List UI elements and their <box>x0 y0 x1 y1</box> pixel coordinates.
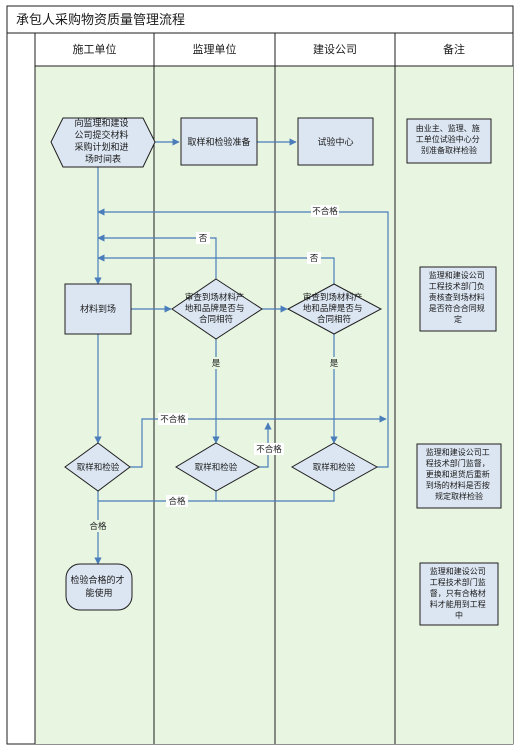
node-test-center-text: 试验中心 <box>317 136 353 148</box>
node-check-supervision <box>171 278 263 340</box>
lane-header-owner: 建设公司 <box>313 42 357 56</box>
label-fail-mid: 不合格 <box>160 414 186 425</box>
lane-remarks <box>395 66 513 744</box>
node-sample-construction <box>64 442 131 492</box>
node-use-after-pass-text: 检验合格的才 能使用 <box>71 574 128 599</box>
node-use-after-pass <box>65 563 133 611</box>
label-no-supervision: 否 <box>199 234 208 244</box>
label-yes-owner: 是 <box>330 359 339 369</box>
node-sampling-prep-text: 取样和检验准备 <box>187 136 250 148</box>
label-no-owner: 否 <box>310 254 319 264</box>
remark-box-4 <box>419 562 499 626</box>
arrow-fail-supervision <box>259 422 272 468</box>
lane-supervision <box>154 66 275 744</box>
node-check-owner <box>286 283 383 335</box>
label-pass-bottom: 合格 <box>168 496 186 507</box>
node-submit-plan <box>50 117 156 168</box>
node-check-supervision-text: 审查到场材料产 地和品牌是否与 合同相符 <box>185 292 247 325</box>
remark-2-text: 监理和建设公司 工程技术部门负 责核查到场材料 是否符合合同规 定 <box>429 270 488 324</box>
node-submit-plan-text: 向监理和建设 公司提交材料 采购计划和进 场时间表 <box>75 117 132 165</box>
arrow-fail-top <box>97 208 389 468</box>
label-pass-left: 合格 <box>89 521 107 532</box>
lane-owner <box>275 66 395 744</box>
remark-box-1 <box>406 118 492 164</box>
label-fail-top: 不合格 <box>312 206 338 217</box>
remark-box-3 <box>416 443 502 509</box>
node-sample-construction-text: 取样和检验 <box>77 462 120 473</box>
lane-construction <box>35 66 154 744</box>
node-sampling-prep <box>180 117 258 166</box>
node-sample-supervision <box>175 442 261 492</box>
node-check-owner-text: 审查到场材料产 地和品牌是否与 合同相符 <box>303 292 365 325</box>
lane-header-construction: 施工单位 <box>73 42 117 56</box>
label-fail-supervision: 不合格 <box>256 444 282 455</box>
node-sample-owner <box>290 442 379 492</box>
remark-4-text: 监理和建设公司 工程技术部门监 督，只有合格材 料才能用到工程 中 <box>430 566 489 620</box>
arrow-no-owner <box>97 254 335 284</box>
remark-3-text: 监理和建设公司工 程技术部门监督， 更换和退货后重新 到场的材料是否按 规定取样… <box>426 447 493 501</box>
node-sample-supervision-text: 取样和检验 <box>195 462 238 473</box>
node-material-arrival <box>64 283 132 335</box>
node-sample-owner-text: 取样和检验 <box>313 462 356 473</box>
label-yes-supervision: 是 <box>212 359 221 369</box>
arrow-no-supervision <box>97 234 217 279</box>
remark-box-2 <box>419 266 497 332</box>
page-title: 承包人采购物资质量管理流程 <box>16 12 185 28</box>
connectors <box>94 138 389 565</box>
lane-header-supervision: 监理单位 <box>193 42 237 56</box>
lane-header-remarks: 备注 <box>443 42 465 56</box>
node-test-center <box>297 117 374 166</box>
remark-1-text: 由业主、监理、施 工单位试验中心分 别准备取样检验 <box>416 123 483 155</box>
flow-labels: 不合格 否 否 是 是 不合格 不合格 合格 合格 <box>87 205 341 532</box>
node-material-arrival-text: 材料到场 <box>80 303 116 315</box>
arrow-fail-mid <box>130 415 387 468</box>
